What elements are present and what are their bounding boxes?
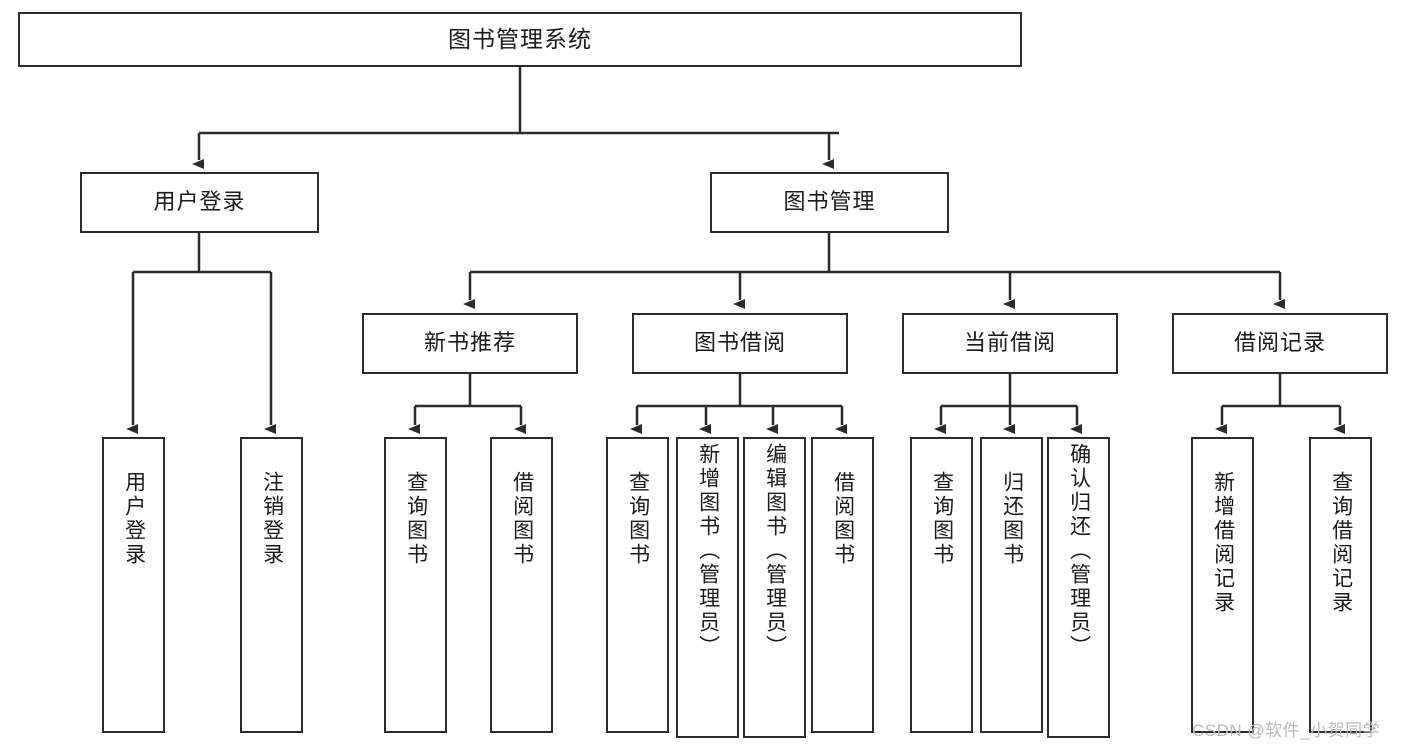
leaf-bb-query-book-label: 查询图书	[626, 471, 650, 567]
leaf-bb-query-book[interactable]: 查询图书	[606, 437, 669, 733]
leaf-nb-query-book-label: 查询图书	[404, 471, 428, 567]
node-book-manage-label: 图书管理	[783, 189, 876, 215]
leaf-br-add-record[interactable]: 新增借阅记录	[1191, 437, 1254, 733]
leaf-cb-return-book-label: 归还图书	[1000, 471, 1024, 567]
node-borrow-record-label: 借阅记录	[1233, 330, 1326, 356]
leaf-br-query-record-label: 查询借阅记录	[1329, 471, 1353, 615]
leaf-bb-edit-book[interactable]: 编辑图书（管理员）	[743, 437, 806, 738]
node-user-login-label: 用户登录	[153, 189, 246, 215]
leaf-bb-add-book[interactable]: 新增图书（管理员）	[676, 437, 739, 738]
leaf-bb-borrow-book[interactable]: 借阅图书	[811, 437, 874, 733]
node-new-book-recommend[interactable]: 新书推荐	[362, 313, 578, 374]
watermark: CSDN @软件_小贺同学	[1192, 716, 1380, 741]
leaf-nb-borrow-book[interactable]: 借阅图书	[490, 437, 553, 733]
leaf-user-login-label: 用户登录	[122, 471, 146, 567]
leaf-bb-edit-book-label: 编辑图书（管理员）	[763, 443, 787, 659]
leaf-nb-query-book[interactable]: 查询图书	[384, 437, 447, 733]
leaf-br-add-record-label: 新增借阅记录	[1211, 471, 1235, 615]
leaf-cb-query-book-label: 查询图书	[930, 471, 954, 567]
leaf-bb-add-book-label: 新增图书（管理员）	[696, 443, 720, 659]
node-borrow-record[interactable]: 借阅记录	[1172, 313, 1388, 374]
leaf-user-login[interactable]: 用户登录	[102, 437, 165, 733]
node-root-label: 图书管理系统	[448, 25, 592, 52]
node-new-book-recommend-label: 新书推荐	[423, 330, 516, 356]
node-book-borrow[interactable]: 图书借阅	[632, 313, 848, 374]
leaf-cb-query-book[interactable]: 查询图书	[910, 437, 973, 733]
node-book-borrow-label: 图书借阅	[693, 330, 786, 356]
node-book-manage[interactable]: 图书管理	[710, 172, 949, 233]
leaf-logout[interactable]: 注销登录	[240, 437, 303, 733]
node-current-borrow[interactable]: 当前借阅	[902, 313, 1118, 374]
node-user-login[interactable]: 用户登录	[80, 172, 319, 233]
node-root[interactable]: 图书管理系统	[18, 12, 1022, 67]
leaf-logout-label: 注销登录	[260, 471, 284, 567]
leaf-bb-borrow-book-label: 借阅图书	[831, 471, 855, 567]
leaf-cb-confirm-return[interactable]: 确认归还（管理员）	[1047, 437, 1110, 738]
node-current-borrow-label: 当前借阅	[963, 330, 1056, 356]
watermark-text: CSDN @软件_小贺同学	[1192, 721, 1381, 740]
leaf-br-query-record[interactable]: 查询借阅记录	[1309, 437, 1372, 733]
leaf-nb-borrow-book-label: 借阅图书	[510, 471, 534, 567]
leaf-cb-confirm-return-label: 确认归还（管理员）	[1067, 443, 1091, 659]
leaf-cb-return-book[interactable]: 归还图书	[980, 437, 1043, 733]
